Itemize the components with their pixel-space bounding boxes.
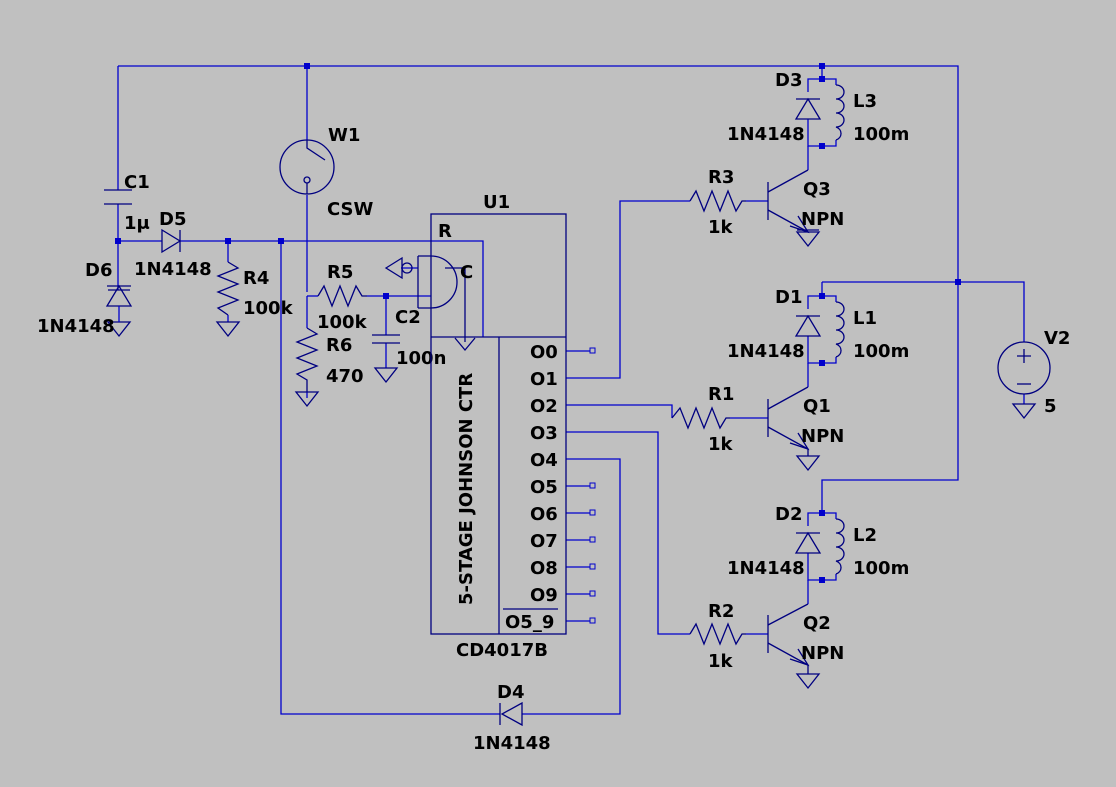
u1-out-4: O4: [530, 450, 558, 471]
v2-value: 5: [1044, 396, 1057, 417]
r3-ref: R3: [708, 167, 734, 188]
c1-value: 1μ: [124, 213, 150, 234]
r5-value: 100k: [317, 312, 368, 333]
u1-title: 5-STAGE JOHNSON CTR: [456, 373, 477, 605]
d2-ref: D2: [775, 504, 802, 525]
d4-ref: D4: [497, 682, 524, 703]
r5-ref: R5: [327, 262, 353, 283]
u1-out-1: O1: [530, 369, 558, 390]
d5-value: 1N4148: [134, 259, 212, 280]
u1-pin-r: R: [438, 221, 452, 242]
resistor-r5: R5 100k: [317, 262, 368, 333]
diode-d6: D6 1N4148: [37, 260, 133, 337]
capacitor-c2: C2 100n: [372, 307, 446, 369]
d1-value: 1N4148: [727, 341, 805, 362]
q2-value: NPN: [801, 643, 844, 664]
l3-ref: L3: [853, 91, 877, 112]
l2-ref: L2: [853, 525, 877, 546]
ic-u1: U1 CD4017B R C 5-STAGE JOHNSON CTR O0 O1…: [384, 192, 567, 661]
c1-ref: C1: [124, 172, 150, 193]
l1-value: 100m: [853, 341, 909, 362]
u1-out-9: O9: [530, 585, 558, 606]
w1-value: CSW: [327, 199, 374, 220]
relay-stage-3: D3 1N4148 L3 100m R3 1k Q3 NPN: [689, 70, 909, 248]
switch-w1: W1 CSW: [279, 125, 374, 220]
q2-ref: Q2: [803, 613, 831, 634]
u1-out-7: O7: [530, 531, 558, 552]
u1-out-6: O6: [530, 504, 558, 525]
junctions: [115, 63, 961, 583]
u1-out-0: O0: [530, 342, 558, 363]
l1-ref: L1: [853, 308, 877, 329]
r6-value: 470: [326, 366, 364, 387]
q3-value: NPN: [801, 209, 844, 230]
resistor-r4: R4 100k: [216, 261, 294, 319]
u1-out-2: O2: [530, 396, 558, 417]
voltage-source-v2: V2 5: [997, 328, 1070, 417]
l2-value: 100m: [853, 558, 909, 579]
q1-value: NPN: [801, 426, 844, 447]
relay-stage-1: D1 1N4148 L1 100m R1 1k Q1 NPN: [671, 287, 909, 456]
u1-ref: U1: [483, 192, 510, 213]
d3-ref: D3: [775, 70, 802, 91]
resistor-r6: R6 470: [295, 327, 364, 392]
d2-value: 1N4148: [727, 558, 805, 579]
u1-out-3: O3: [530, 423, 558, 444]
r2-value: 1k: [708, 651, 734, 672]
d1-ref: D1: [775, 287, 802, 308]
l3-value: 100m: [853, 124, 909, 145]
r1-value: 1k: [708, 434, 734, 455]
d6-value: 1N4148: [37, 316, 115, 337]
r1-ref: R1: [708, 384, 734, 405]
r4-value: 100k: [243, 298, 294, 319]
relay-stage-2: D2 1N4148 L2 100m R2 1k Q2 NPN: [689, 504, 909, 674]
d5-ref: D5: [159, 209, 186, 230]
diode-d4: D4 1N4148: [473, 682, 551, 754]
r6-ref: R6: [326, 335, 352, 356]
v2-ref: V2: [1044, 328, 1070, 349]
open-pin-markers: [589, 347, 596, 624]
d3-value: 1N4148: [727, 124, 805, 145]
wires: [117, 65, 1025, 715]
d6-ref: D6: [85, 260, 112, 281]
diode-d5: D5 1N4148: [134, 209, 212, 280]
capacitor-c1: C1 1μ: [104, 172, 150, 234]
r4-ref: R4: [243, 268, 269, 289]
q3-ref: Q3: [803, 179, 831, 200]
u1-value: CD4017B: [456, 640, 548, 661]
c2-ref: C2: [395, 307, 421, 328]
r3-value: 1k: [708, 217, 734, 238]
r2-ref: R2: [708, 601, 734, 622]
d4-value: 1N4148: [473, 733, 551, 754]
u1-pin-c: C: [460, 262, 473, 283]
w1-ref: W1: [328, 125, 360, 146]
c2-value: 100n: [396, 348, 446, 369]
q1-ref: Q1: [803, 396, 831, 417]
u1-out-5-9: O5_9: [505, 612, 554, 633]
u1-out-5: O5: [530, 477, 558, 498]
u1-out-8: O8: [530, 558, 558, 579]
